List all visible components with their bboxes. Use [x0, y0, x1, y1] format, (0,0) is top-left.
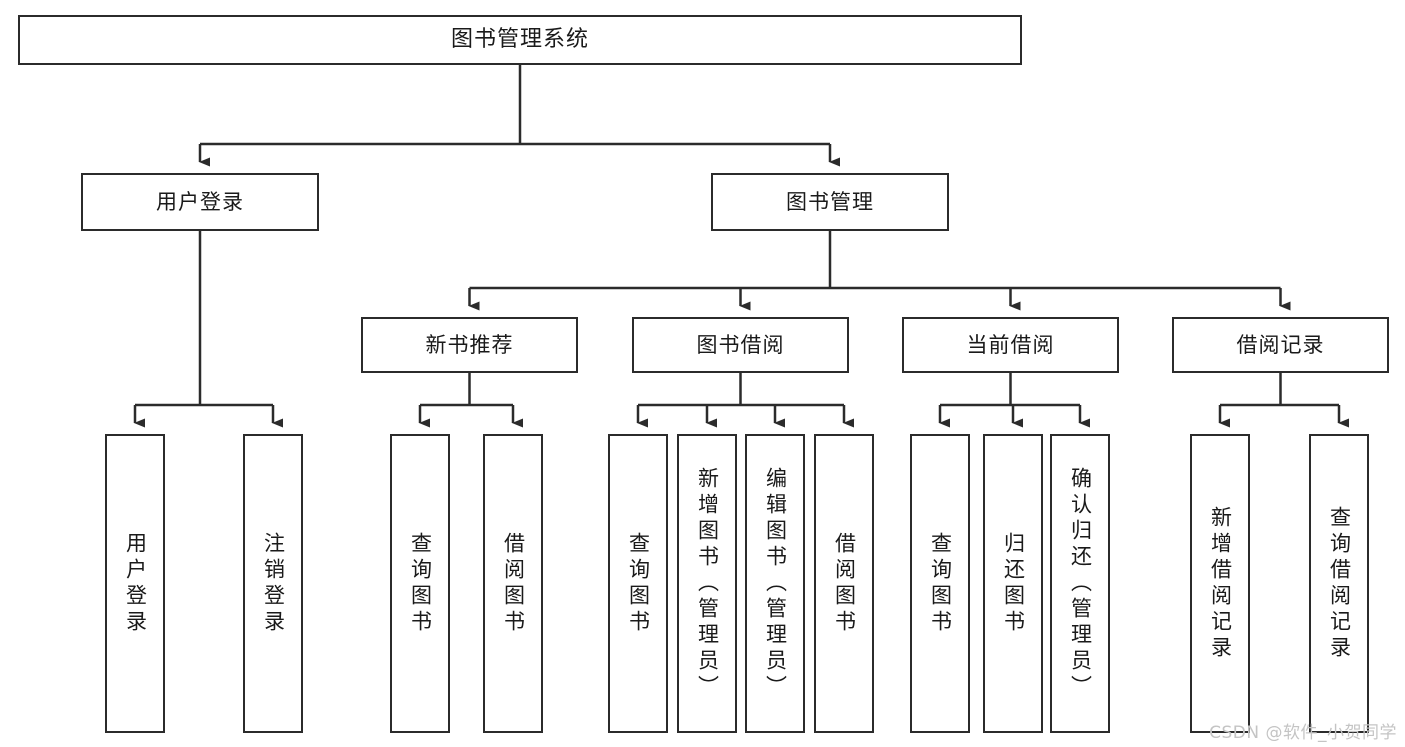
node-leaf-edit-book[interactable]: 编辑图书（管理员） [745, 434, 805, 733]
node-leaf-query-record[interactable]: 查询借阅记录 [1309, 434, 1369, 733]
node-label: 查询图书 [408, 531, 433, 636]
node-new-book-rec[interactable]: 新书推荐 [361, 317, 578, 373]
node-label: 图书借阅 [696, 332, 785, 357]
node-book-manage[interactable]: 图书管理 [711, 173, 949, 231]
node-leaf-confirm-return[interactable]: 确认归还（管理员） [1050, 434, 1110, 733]
node-leaf-borrow-book-1[interactable]: 借阅图书 [483, 434, 543, 733]
node-label: 新书推荐 [425, 332, 514, 357]
node-label: 用户登录 [156, 189, 244, 214]
node-label: 新增借阅记录 [1208, 505, 1233, 662]
node-label: 归还图书 [1001, 531, 1026, 636]
node-label: 查询图书 [626, 531, 651, 636]
node-leaf-add-book[interactable]: 新增图书（管理员） [677, 434, 737, 733]
node-leaf-query-book-3[interactable]: 查询图书 [910, 434, 970, 733]
node-label: 查询借阅记录 [1327, 505, 1352, 662]
node-leaf-borrow-book-2[interactable]: 借阅图书 [814, 434, 874, 733]
node-label: 当前借阅 [966, 332, 1055, 357]
node-leaf-add-record[interactable]: 新增借阅记录 [1190, 434, 1250, 733]
node-book-borrow[interactable]: 图书借阅 [632, 317, 849, 373]
node-leaf-query-book-2[interactable]: 查询图书 [608, 434, 668, 733]
node-label: 注销登录 [261, 531, 286, 636]
node-leaf-return-book[interactable]: 归还图书 [983, 434, 1043, 733]
node-leaf-user-login[interactable]: 用户登录 [105, 434, 165, 733]
node-root[interactable]: 图书管理系统 [18, 15, 1022, 65]
node-leaf-query-book-1[interactable]: 查询图书 [390, 434, 450, 733]
node-label: 图书管理系统 [450, 27, 589, 53]
node-leaf-user-logout[interactable]: 注销登录 [243, 434, 303, 733]
node-label: 查询图书 [928, 531, 953, 636]
node-label: 借阅记录 [1236, 332, 1325, 357]
node-label: 图书管理 [786, 189, 874, 214]
node-label: 确认归还（管理员） [1068, 466, 1093, 701]
node-current-borrow[interactable]: 当前借阅 [902, 317, 1119, 373]
node-borrow-record[interactable]: 借阅记录 [1172, 317, 1389, 373]
node-user-login[interactable]: 用户登录 [81, 173, 319, 231]
node-label: 编辑图书（管理员） [763, 466, 788, 701]
node-label: 借阅图书 [832, 531, 857, 636]
node-label: 新增图书（管理员） [695, 466, 720, 701]
node-label: 借阅图书 [501, 531, 526, 636]
csdn-watermark: CSDN @软件_小贺同学 [1209, 723, 1397, 743]
node-label: 用户登录 [123, 531, 148, 636]
